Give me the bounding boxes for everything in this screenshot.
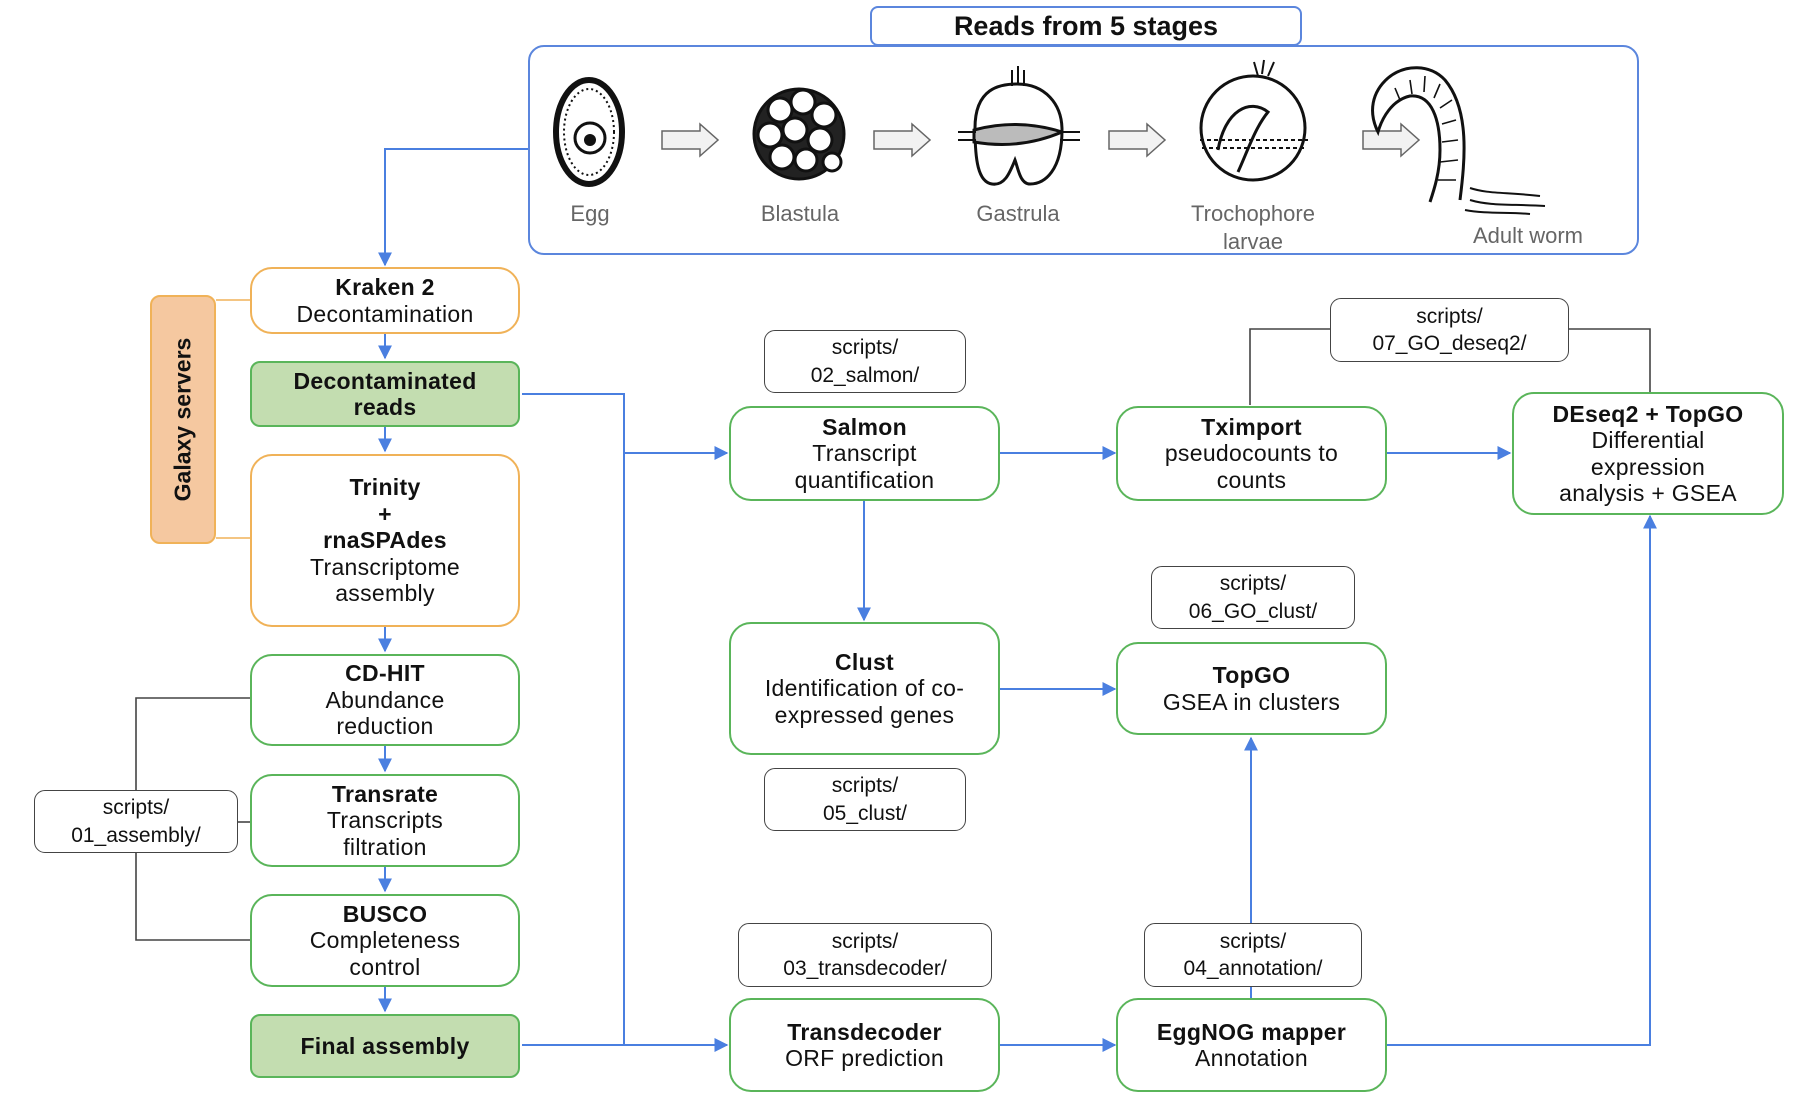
kraken-box: Kraken 2 Decontamination [250, 267, 520, 334]
scripts-05-folder: 05_clust/ [822, 801, 908, 825]
scripts-07-folder: 07_GO_deseq2/ [1372, 332, 1527, 355]
clust-title: Clust [835, 648, 894, 675]
topgo-box: TopGO GSEA in clusters [1116, 642, 1387, 735]
stage-arrow [661, 122, 720, 158]
trinity-desc: Transcriptome assembly [309, 553, 461, 607]
egg-icon [553, 77, 625, 187]
stage-label-gastrula: Gastrula [976, 201, 1060, 226]
adult-worm-icon [1371, 66, 1546, 215]
cdhit-box: CD-HIT Abundance reduction [250, 654, 520, 746]
salmon-title: Salmon [822, 413, 907, 440]
cdhit-desc: Abundance reduction [325, 686, 445, 740]
salmon-box: Salmon Transcript quantification [729, 406, 1000, 501]
gastrula-icon [958, 66, 1080, 186]
rnaspades-title: rnaSPAdes [323, 527, 447, 554]
scripts-04-folder: 04_annotation/ [1183, 957, 1323, 980]
cdhit-title: CD-HIT [345, 660, 425, 687]
scripts-01-prefix: scripts/ [102, 796, 170, 820]
decontaminated-reads-box: Decontaminated reads [250, 361, 520, 427]
scripts-07-prefix: scripts/ [1416, 304, 1483, 328]
final-assembly-box: Final assembly [250, 1014, 520, 1078]
scripts-04-annotation[interactable]: scripts/ 04_annotation/ [1144, 923, 1362, 987]
deseq-topgo-desc: Differential expression analysis + GSEA [1559, 427, 1737, 506]
scripts-06-folder: 06_GO_clust/ [1188, 599, 1318, 623]
clust-desc: Identification of co-expressed genes [764, 675, 965, 728]
script-connector-lines [135, 328, 1651, 941]
stage-label-adult-worm: Adult worm [1472, 223, 1584, 248]
transdecoder-box: Transdecoder ORF prediction [729, 998, 1000, 1092]
tximport-title: Tximport [1201, 413, 1302, 440]
stages-title: Reads from 5 stages [870, 6, 1302, 46]
scripts-01-assembly[interactable]: scripts/ 01_assembly/ [34, 790, 238, 853]
deseq-topgo-box: DEseq2 + TopGO Differential expression a… [1512, 392, 1784, 515]
galaxy-servers-text: Galaxy servers [169, 337, 196, 502]
eggnog-box: EggNOG mapper Annotation [1116, 998, 1387, 1092]
scripts-06-go-clust[interactable]: scripts/ 06_GO_clust/ [1151, 566, 1355, 629]
final-assembly-title: Final assembly [300, 1032, 470, 1059]
scripts-03-prefix: scripts/ [831, 929, 899, 953]
eggnog-title: EggNOG mapper [1156, 1018, 1347, 1045]
trinity-title: Trinity [349, 474, 421, 501]
blastula-icon [752, 87, 846, 181]
clust-box: Clust Identification of co-expressed gen… [729, 622, 1000, 755]
scripts-02-folder: 02_salmon/ [810, 363, 920, 387]
scripts-02-prefix: scripts/ [831, 336, 899, 360]
transrate-box: Transrate Transcripts filtration [250, 774, 520, 867]
stage-label-blastula: Blastula [760, 201, 840, 226]
topgo-desc: GSEA in clusters [1162, 688, 1341, 715]
trinity-box: Trinity + rnaSPAdes Transcriptome assemb… [250, 454, 520, 627]
transdecoder-desc: ORF prediction [785, 1045, 944, 1071]
tximport-box: Tximport pseudocounts to counts [1116, 406, 1387, 501]
busco-box: BUSCO Completeness control [250, 894, 520, 987]
kraken-title: Kraken 2 [335, 274, 435, 301]
stage-arrow [873, 122, 932, 158]
stages-title-text: Reads from 5 stages [953, 10, 1219, 41]
trinity-plus: + [378, 500, 392, 527]
kraken-desc: Decontamination [296, 300, 474, 327]
eggnog-desc: Annotation [1195, 1045, 1308, 1071]
transrate-desc: Transcripts filtration [326, 807, 444, 860]
scripts-07-go-deseq2[interactable]: scripts/ 07_GO_deseq2/ [1330, 298, 1569, 362]
scripts-03-folder: 03_transdecoder/ [783, 957, 947, 980]
galaxy-connector-lines [216, 299, 250, 539]
trochophore-icon [1199, 59, 1308, 182]
stage-label-egg: Egg [570, 201, 610, 226]
scripts-05-clust[interactable]: scripts/ 05_clust/ [764, 768, 966, 831]
topgo-title: TopGO [1212, 662, 1291, 689]
transrate-title: Transrate [331, 780, 439, 807]
scripts-04-prefix: scripts/ [1219, 929, 1287, 953]
scripts-01-folder: 01_assembly/ [71, 823, 201, 847]
stage-label-trochophore: Trochophore larvae [1191, 201, 1315, 254]
busco-title: BUSCO [342, 900, 428, 927]
scripts-03-transdecoder[interactable]: scripts/ 03_transdecoder/ [738, 923, 992, 987]
deseq-topgo-title: DEseq2 + TopGO [1552, 400, 1744, 427]
transdecoder-title: Transdecoder [787, 1018, 942, 1045]
tximport-desc: pseudocounts to counts [1164, 440, 1339, 493]
busco-desc: Completeness control [309, 927, 461, 980]
scripts-02-salmon[interactable]: scripts/ 02_salmon/ [764, 330, 966, 393]
galaxy-servers-label: Galaxy servers [150, 295, 216, 544]
decontaminated-reads-title: Decontaminated reads [293, 367, 477, 420]
stages-panel [528, 45, 1639, 255]
scripts-05-prefix: scripts/ [831, 774, 899, 798]
flow-arrows [378, 148, 1657, 1052]
salmon-desc: Transcript quantification [794, 440, 935, 493]
stage-arrow [1108, 122, 1167, 158]
scripts-06-prefix: scripts/ [1219, 572, 1287, 596]
